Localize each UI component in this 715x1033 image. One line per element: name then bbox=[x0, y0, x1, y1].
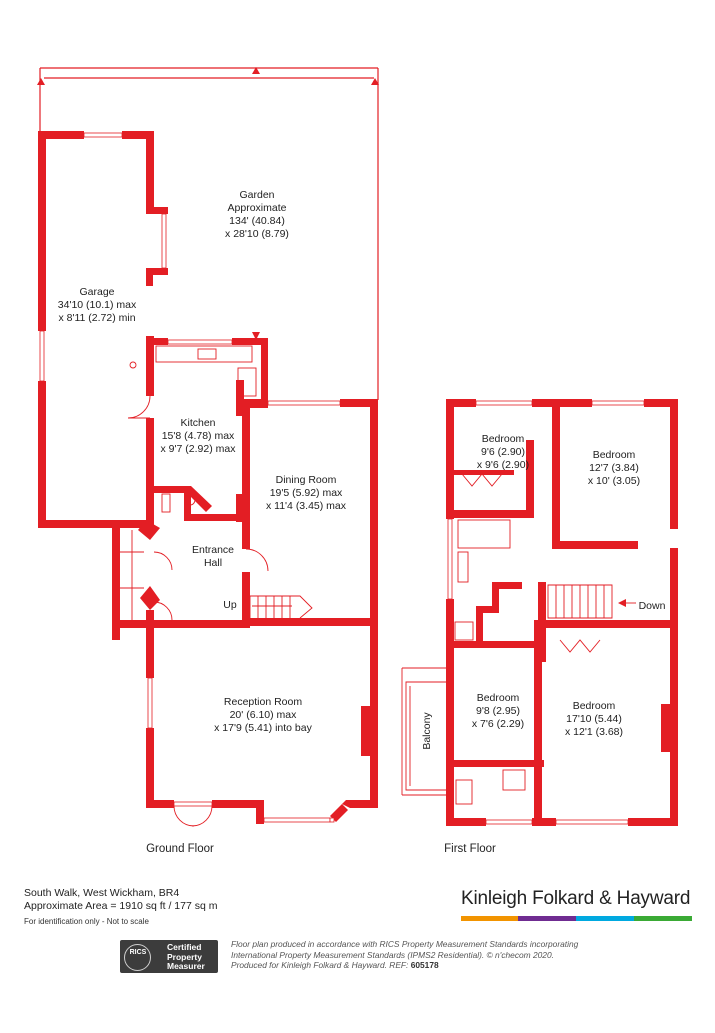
approximate-area: Approximate Area = 1910 sq ft / 177 sq m bbox=[24, 900, 218, 912]
room-label-garage: Garage 34'10 (10.1) max x 8'11 (2.72) mi… bbox=[58, 286, 137, 324]
garden-name: Garden bbox=[239, 189, 274, 201]
bedroom-3-name: Bedroom bbox=[477, 692, 520, 704]
rics-line-1: Certified bbox=[167, 942, 202, 952]
kitchen-line-2: x 9'7 (2.92) max bbox=[161, 443, 237, 455]
bedroom-3-line-1: 9'8 (2.95) bbox=[476, 705, 520, 717]
reception-line-1: 20' (6.10) max bbox=[230, 709, 298, 721]
bedroom-1-line-2: x 9'6 (2.90) bbox=[477, 459, 529, 471]
brand-name: Kinleigh Folkard & Hayward bbox=[461, 888, 691, 909]
bedroom-1-line-1: 9'6 (2.90) bbox=[481, 446, 525, 458]
room-label-bedroom-3: Bedroom 9'8 (2.95) x 7'6 (2.29) bbox=[472, 692, 524, 730]
ground-floor-label: Ground Floor bbox=[146, 843, 214, 855]
disclaimer-line-2: International Property Measurement Stand… bbox=[231, 949, 554, 960]
garden-line-1: Approximate bbox=[228, 202, 287, 214]
disclaimer: Floor plan produced in accordance with R… bbox=[231, 939, 578, 971]
room-label-bedroom-1: Bedroom 9'6 (2.90) x 9'6 (2.90) bbox=[477, 433, 529, 471]
rics-line-3: Measurer bbox=[167, 961, 205, 971]
bedroom-1-name: Bedroom bbox=[482, 433, 525, 445]
bedroom-2-line-1: 12'7 (3.84) bbox=[589, 462, 639, 474]
rics-seal-icon bbox=[124, 944, 151, 971]
garden-boundary bbox=[37, 67, 379, 400]
property-address-block: South Walk, West Wickham, BR4 Approximat… bbox=[24, 887, 218, 928]
room-label-dining: Dining Room 19'5 (5.92) max x 11'4 (3.45… bbox=[266, 474, 347, 512]
brand-bar-purple bbox=[518, 916, 576, 921]
reference-number: 605178 bbox=[410, 960, 439, 970]
kitchen-name: Kitchen bbox=[180, 417, 215, 429]
garage-walls bbox=[38, 131, 168, 528]
first-floor-label: First Floor bbox=[444, 843, 496, 855]
rics-line-2: Property bbox=[167, 951, 202, 962]
garage-name: Garage bbox=[79, 286, 114, 298]
bedroom-4-line-1: 17'10 (5.44) bbox=[566, 713, 622, 725]
room-label-bedroom-4: Bedroom 17'10 (5.44) x 12'1 (3.68) bbox=[565, 700, 623, 738]
balcony-label: Balcony bbox=[421, 712, 433, 750]
garage-line-1: 34'10 (10.1) max bbox=[58, 299, 137, 311]
floor-plan: Garden Approximate 134' (40.84) x 28'10 … bbox=[37, 67, 678, 855]
garage-line-2: x 8'11 (2.72) min bbox=[58, 312, 135, 324]
kitchen-line-1: 15'8 (4.78) max bbox=[162, 430, 235, 442]
first-floor-walls bbox=[401, 399, 678, 826]
reception-walls bbox=[146, 618, 378, 827]
brand-bar-blue bbox=[576, 916, 634, 921]
bedroom-2-line-2: x 10' (3.05) bbox=[588, 475, 640, 487]
garden-line-3: x 28'10 (8.79) bbox=[225, 228, 289, 240]
reception-name: Reception Room bbox=[224, 696, 302, 708]
stairs-down-label: Down bbox=[639, 600, 666, 612]
entrance-line-1: Entrance bbox=[192, 544, 234, 556]
rics-badge-text: Certified Property Measurer bbox=[167, 942, 205, 972]
disclaimer-line-3-text: Produced for Kinleigh Folkard & Hayward.… bbox=[231, 960, 409, 970]
brand-bar-green bbox=[634, 916, 692, 921]
disclaimer-line-1: Floor plan produced in accordance with R… bbox=[231, 939, 579, 949]
rics-badge: RICS Certified Property Measurer bbox=[120, 940, 218, 973]
identification-note: For identification only - Not to scale bbox=[24, 917, 149, 926]
room-label-reception: Reception Room 20' (6.10) max x 17'9 (5.… bbox=[214, 696, 312, 734]
bedroom-2-name: Bedroom bbox=[593, 449, 636, 461]
room-label-entrance: Entrance Hall bbox=[192, 544, 234, 569]
dining-walls bbox=[242, 399, 378, 628]
bedroom-4-line-2: x 12'1 (3.68) bbox=[565, 726, 623, 738]
garden-line-2: 134' (40.84) bbox=[229, 215, 285, 227]
bedroom-3-line-2: x 7'6 (2.29) bbox=[472, 718, 524, 730]
dining-name: Dining Room bbox=[276, 474, 337, 486]
room-label-garden: Garden Approximate 134' (40.84) x 28'10 … bbox=[225, 189, 289, 240]
dining-line-2: x 11'4 (3.45) max bbox=[266, 500, 347, 512]
bedroom-4-name: Bedroom bbox=[573, 700, 616, 712]
room-label-bedroom-2: Bedroom 12'7 (3.84) x 10' (3.05) bbox=[588, 449, 640, 487]
stairs-up-label: Up bbox=[223, 599, 237, 611]
disclaimer-line-3: Produced for Kinleigh Folkard & Hayward.… bbox=[231, 960, 578, 971]
dining-line-1: 19'5 (5.92) max bbox=[270, 487, 343, 499]
entrance-line-2: Hall bbox=[204, 557, 222, 569]
rics-monogram: RICS bbox=[129, 949, 147, 956]
property-address: South Walk, West Wickham, BR4 bbox=[24, 887, 180, 899]
reception-line-2: x 17'9 (5.41) into bay bbox=[214, 722, 312, 734]
room-label-kitchen: Kitchen 15'8 (4.78) max x 9'7 (2.92) max bbox=[161, 417, 237, 455]
brand-bar-orange bbox=[461, 916, 518, 921]
